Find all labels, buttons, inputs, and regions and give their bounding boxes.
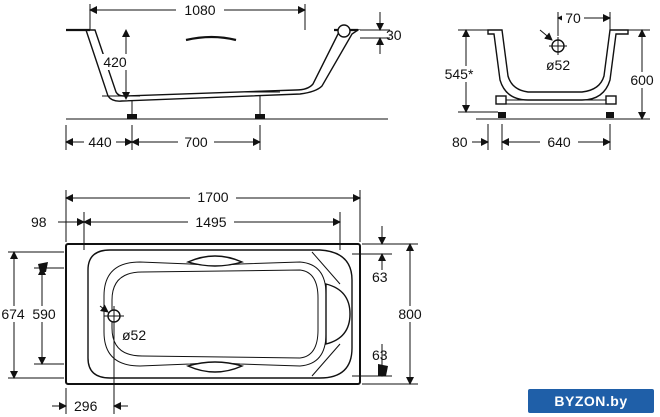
dim-640: 640: [547, 134, 571, 150]
dim-1495: 1495: [195, 214, 226, 230]
dim-440: 440: [88, 134, 112, 150]
dim-1700: 1700: [197, 189, 228, 205]
corner-mark-left: [38, 262, 48, 272]
watermark-text: BYZON.by: [554, 393, 628, 409]
dim-296: 296: [74, 398, 98, 414]
plan-basin-inner: [111, 269, 319, 359]
overflow-knob: [337, 24, 351, 38]
plan-inner-rim: [87, 249, 353, 379]
legs: [102, 91, 280, 119]
dim-63-top: 63: [372, 269, 388, 285]
dim-545: 545*: [445, 66, 474, 82]
end-view: ø52 70 545* 600 80 640: [440, 10, 658, 150]
plan-view: ø52 1700 98 1495 63 63 800: [0, 189, 426, 414]
dim-98: 98: [31, 214, 47, 230]
dim-80: 80: [452, 134, 468, 150]
dim-end-d52: ø52: [546, 57, 570, 73]
watermark-badge: BYZON.by: [528, 389, 654, 413]
dim-70: 70: [565, 10, 581, 26]
dim-674: 674: [1, 306, 25, 322]
side-view: 1080 30 420 440 700: [65, 2, 402, 150]
headrest: [325, 283, 351, 345]
plan-outer-rim: [65, 243, 361, 385]
dim-1080: 1080: [184, 2, 215, 18]
dim-590: 590: [32, 306, 56, 322]
handle-top: [185, 255, 245, 267]
dim-700: 700: [184, 134, 208, 150]
handle-mark: [185, 35, 237, 42]
dim-plan-d52: ø52: [122, 327, 146, 343]
handle-bottom: [185, 361, 245, 373]
dim-600: 600: [630, 72, 654, 88]
dim-800: 800: [398, 306, 422, 322]
end-profile: [487, 29, 629, 101]
dim-30: 30: [386, 27, 402, 43]
corner-mark-right: [378, 364, 388, 376]
dim-420: 420: [103, 54, 127, 70]
dim-63-bottom: 63: [372, 347, 388, 363]
